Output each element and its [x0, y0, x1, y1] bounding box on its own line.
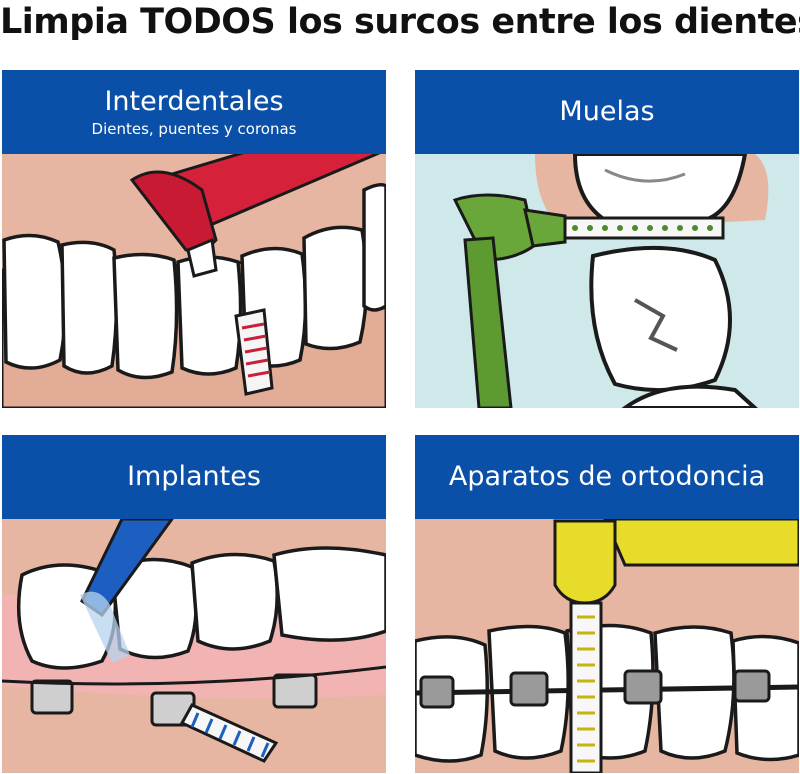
- panel-molars: Muelas: [415, 70, 799, 408]
- molars-illustration: [415, 152, 799, 408]
- brush-yellow: [553, 517, 799, 773]
- panel-banner: Interdentales Dientes, puentes y coronas: [2, 70, 386, 154]
- panel-interdental: Interdentales Dientes, puentes y coronas: [2, 70, 386, 408]
- panel-banner: Implantes: [2, 435, 386, 519]
- panel-title: Implantes: [127, 461, 261, 492]
- brush-blue: [80, 517, 279, 763]
- braces-illustration: [415, 517, 799, 773]
- brush-green: [452, 193, 725, 408]
- headline: Limpia TODOS los surcos entre los diente…: [0, 2, 800, 42]
- panel-title: Interdentales: [104, 86, 284, 117]
- implants-illustration: [2, 517, 386, 773]
- panel-banner: Aparatos de ortodoncia: [415, 435, 799, 519]
- panel-implants: Implantes: [2, 435, 386, 773]
- panel-title: Muelas: [559, 96, 655, 127]
- panel-title: Aparatos de ortodoncia: [448, 461, 766, 492]
- panel-braces: Aparatos de ortodoncia: [415, 435, 799, 773]
- panel-banner: Muelas: [415, 70, 799, 154]
- panel-subtitle: Dientes, puentes y coronas: [91, 120, 297, 138]
